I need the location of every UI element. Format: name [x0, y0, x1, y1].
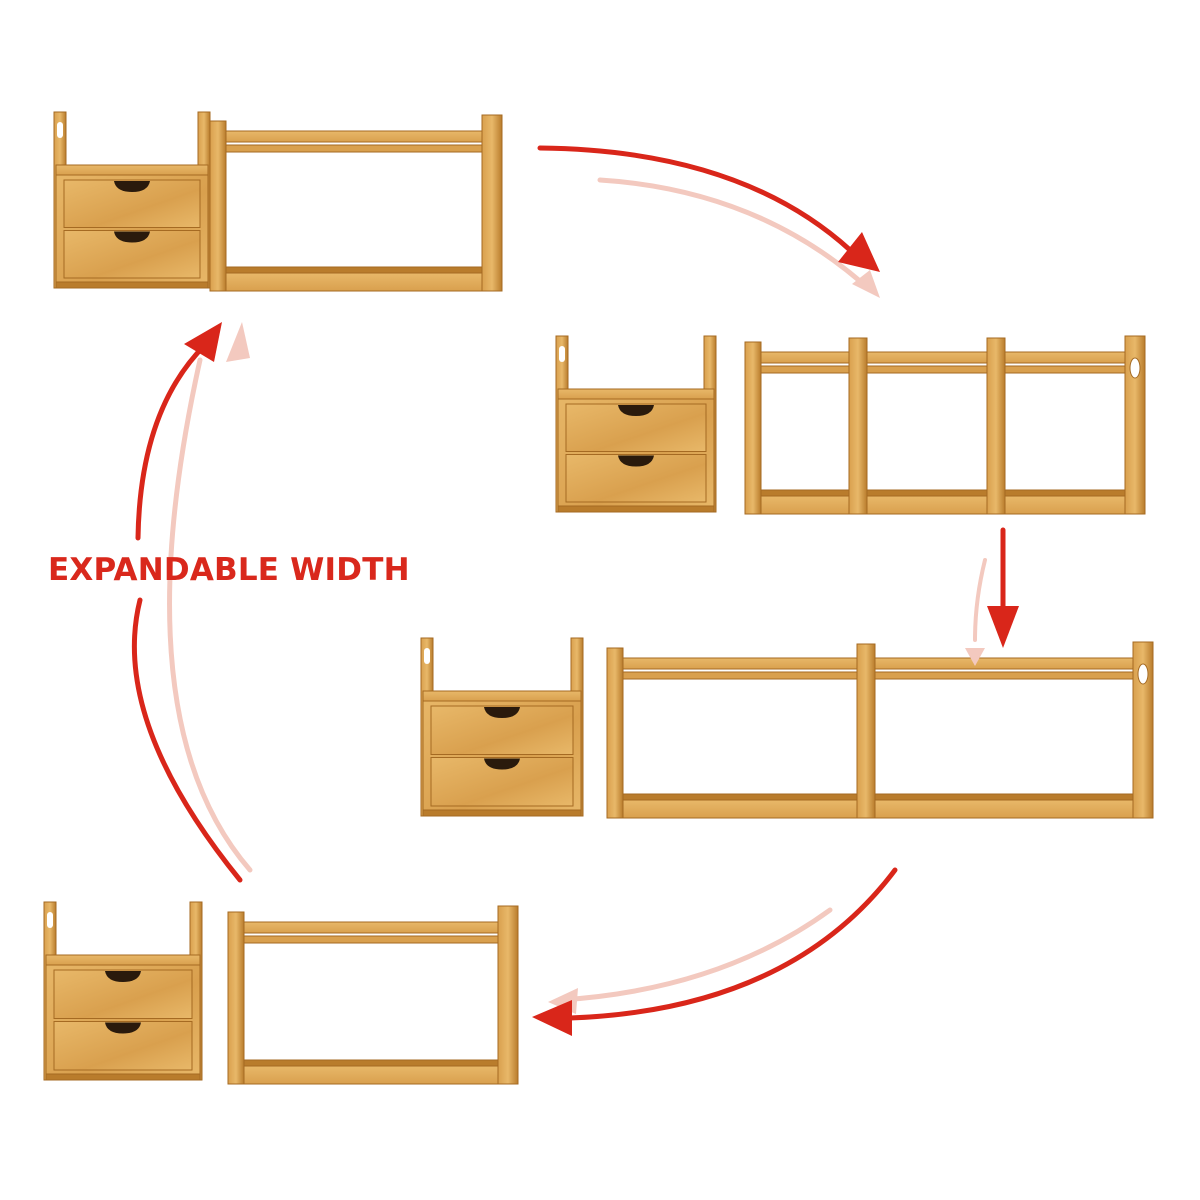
shelf-divider [856, 643, 876, 819]
shelf-unit [744, 335, 1146, 515]
shelf-bottom-board [225, 272, 483, 292]
shelf-back-rail [243, 935, 499, 944]
drawer-handle-icon [114, 231, 150, 243]
shelf-left-panel [209, 120, 227, 292]
shelf-left-panel [744, 341, 762, 515]
hand-hole-icon [57, 122, 63, 138]
drawer-handle-icon [618, 455, 654, 467]
shelf-top-rail [225, 130, 483, 143]
ghost-arrow-head-icon [965, 648, 985, 666]
ghost-arrow [597, 177, 873, 293]
drawer-unit [53, 111, 211, 289]
shelf-top-rail [243, 921, 499, 934]
hand-hole-icon [1137, 663, 1149, 685]
arrow-to-start-upper [135, 342, 208, 541]
drawer-handle-icon [484, 707, 520, 718]
shelf-left-panel [227, 911, 245, 1085]
drawer-base [422, 809, 582, 817]
ghost-arrow [167, 357, 253, 873]
arrow-to-collapsed [567, 867, 898, 1021]
drawer-base [45, 1073, 201, 1081]
shelf-divider [986, 337, 1006, 515]
drawer-base [557, 505, 715, 513]
shelf-unit [606, 641, 1154, 819]
arrow-head-icon [532, 1000, 572, 1036]
shelf-divider [848, 337, 868, 515]
expandable-width-caption: EXPANDABLE WIDTH [48, 552, 410, 588]
drawer-handle-icon [618, 405, 654, 416]
shelf-right-panel [1132, 641, 1154, 819]
hand-hole-icon [47, 912, 53, 928]
ghost-arrow-head-icon [226, 322, 250, 362]
arrow-head-icon [838, 232, 880, 272]
shelf-bottom-lip [760, 489, 1126, 497]
shelf-back-rail [760, 365, 1126, 374]
ghost-arrow [973, 558, 987, 642]
drawer-top-panel [55, 164, 209, 176]
drawer-top-panel [45, 954, 201, 966]
hand-hole-icon [559, 346, 565, 362]
shelf-top-rail [760, 351, 1126, 364]
drawer-handle-icon [114, 181, 150, 192]
drawer-handle-icon [484, 758, 520, 770]
shelf-right-panel [481, 114, 503, 292]
shelf-top-rail [622, 657, 1134, 670]
shelf-bottom-lip [243, 1059, 499, 1067]
drawer-unit [555, 335, 717, 513]
shelf-back-rail [622, 671, 1134, 680]
drawer-handle-icon [105, 1022, 141, 1034]
arrow-head-icon [184, 322, 222, 362]
drawer-handle-icon [105, 971, 141, 982]
shelf-bottom-board [622, 799, 1134, 819]
hand-hole-icon [424, 648, 430, 664]
shelf-right-panel [1124, 335, 1146, 515]
shelf-unit [209, 114, 503, 292]
shelf-bottom-lip [622, 793, 1134, 801]
shelf-back-rail [225, 144, 483, 153]
drawer-unit [420, 637, 584, 817]
hand-hole-icon [1129, 357, 1141, 379]
shelf-bottom-board [243, 1065, 499, 1085]
drawer-unit [43, 901, 203, 1081]
shelf-bottom-lip [225, 266, 483, 274]
arrow-head-icon [987, 606, 1019, 648]
arrow-to-expanded [537, 145, 853, 253]
arrow-to-start-lower [131, 597, 243, 883]
shelf-left-panel [606, 647, 624, 819]
drawer-top-panel [422, 690, 582, 702]
ghost-arrow-head-icon [852, 270, 880, 298]
shelf-unit [227, 905, 519, 1085]
shelf-right-panel [497, 905, 519, 1085]
drawer-base [55, 281, 209, 289]
ghost-arrow [557, 907, 833, 1003]
shelf-bottom-board [760, 495, 1126, 515]
drawer-top-panel [557, 388, 715, 400]
